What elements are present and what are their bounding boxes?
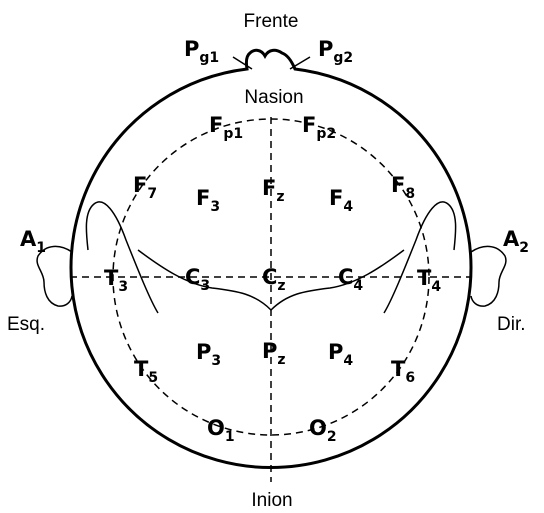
electrode-t3: T3: [104, 266, 128, 295]
right-ear: [470, 245, 507, 307]
central-curve: [137, 249, 405, 312]
electrode-t5: T5: [134, 357, 158, 386]
electrode-c3: C3: [185, 265, 210, 294]
left-ear: [36, 245, 73, 307]
electrode-a1: A1: [20, 227, 46, 256]
electrode-p4: P4: [328, 340, 353, 369]
electrode-f8: F8: [391, 173, 415, 202]
electrode-fp2: Fp2: [302, 113, 336, 142]
pg2-connector: [289, 56, 311, 70]
electrode-pg1: Pg1: [184, 37, 219, 66]
electrode-pz: Pz: [262, 339, 286, 368]
electrode-t6: T6: [391, 357, 415, 386]
electrode-fz: Fz: [262, 176, 285, 205]
head-outline: [69, 48, 473, 469]
electrode-c4: C4: [338, 265, 363, 294]
right-lobe-curve: [383, 201, 457, 314]
electrode-f3: F3: [196, 186, 220, 215]
right-side-label: Dir.: [497, 314, 526, 335]
front-label: Frente: [244, 11, 299, 32]
electrode-f7: F7: [133, 173, 157, 202]
electrode-p3: P3: [196, 340, 221, 369]
electrode-o2: O2: [309, 416, 337, 445]
electrode-o1: O1: [207, 416, 235, 445]
electrode-fp1: Fp1: [209, 113, 243, 142]
electrode-cz: Cz: [262, 265, 286, 294]
pg1-connector: [232, 56, 253, 70]
electrode-pg2: Pg2: [318, 37, 353, 66]
nasion-label: Nasion: [244, 87, 303, 108]
left-lobe-curve: [85, 201, 159, 314]
electrode-a2: A2: [503, 227, 529, 256]
electrode-f4: F4: [329, 186, 353, 215]
electrode-t4: T4: [417, 266, 441, 295]
inion-label: Inion: [251, 490, 292, 511]
left-side-label: Esq.: [7, 314, 45, 335]
